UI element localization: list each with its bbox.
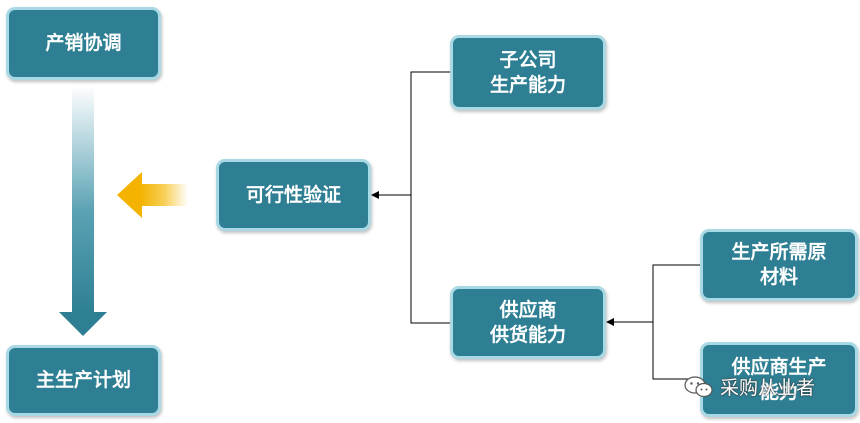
- wechat-icon: [684, 375, 713, 397]
- node-label-line-2: 生产能力: [489, 73, 566, 96]
- connector-bracket-right: [606, 264, 700, 380]
- node-raw-materials-needed: 生产所需原 材料: [700, 229, 858, 301]
- watermark: 采购从业者: [684, 373, 815, 400]
- node-label: 可行性验证: [245, 183, 341, 206]
- watermark-text: 采购从业者: [720, 377, 816, 399]
- node-label-line-1: 供应商: [499, 298, 557, 321]
- connector-bracket-left: [371, 71, 450, 324]
- node-supplier-supply-capacity: 供应商 供货能力: [450, 286, 606, 359]
- node-label-line-1: 供应商生产: [731, 355, 827, 378]
- node-label: 产销协调: [45, 32, 122, 54]
- feedback-arrow-left: [117, 172, 188, 218]
- node-label-line-2: 供货能力: [489, 323, 566, 346]
- node-production-sales-coordination: 产销协调: [6, 7, 161, 80]
- node-subsidiary-capacity: 子公司 生产能力: [450, 35, 606, 110]
- flow-arrow-down: [59, 86, 107, 336]
- node-label: 主生产计划: [35, 369, 131, 391]
- node-master-production-schedule: 主生产计划: [6, 345, 161, 416]
- node-label-line-1: 生产所需原: [731, 241, 827, 263]
- node-label-line-2: 能力: [759, 380, 798, 403]
- node-label-line-2: 材料: [759, 266, 798, 288]
- node-feasibility-verification: 可行性验证: [216, 159, 371, 231]
- node-label-line-1: 子公司: [499, 48, 557, 71]
